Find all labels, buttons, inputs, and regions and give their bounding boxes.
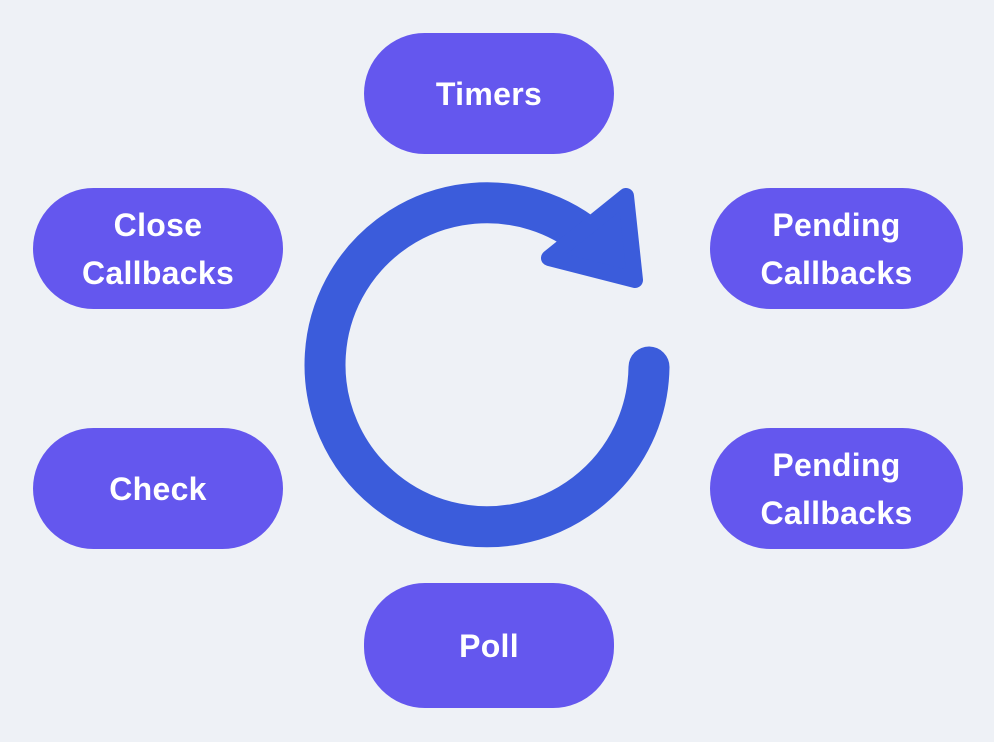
node-poll: Poll: [364, 583, 614, 708]
node-close-callbacks: Close Callbacks: [33, 188, 283, 309]
node-label: Callbacks: [760, 494, 913, 531]
node-label: Poll: [459, 627, 519, 664]
cycle-arc: [304, 182, 670, 548]
node-label: Close: [113, 206, 203, 243]
cycle-arrowhead: [541, 188, 643, 288]
node-check: Check: [33, 428, 283, 549]
node-label: Pending: [772, 206, 901, 243]
node-timers: Timers: [364, 33, 614, 154]
node-label: Pending: [772, 446, 901, 483]
node-pending-callbacks-upper: Pending Callbacks: [710, 188, 963, 309]
node-pending-callbacks-lower: Pending Callbacks: [710, 428, 963, 549]
node-label: Callbacks: [760, 254, 913, 291]
node-label: Check: [109, 470, 207, 507]
node-label: Timers: [435, 75, 543, 112]
node-label: Callbacks: [81, 254, 235, 291]
